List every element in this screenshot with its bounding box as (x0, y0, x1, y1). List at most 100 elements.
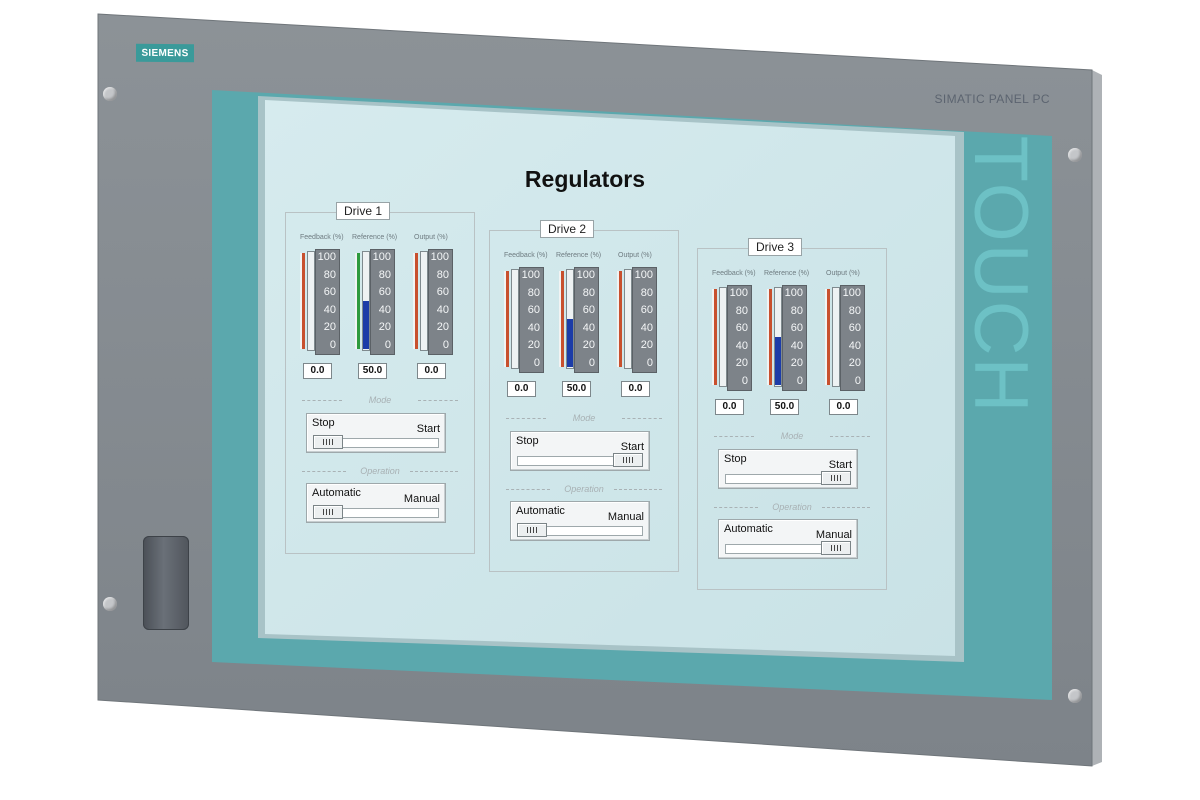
screw-bottom-right (1068, 689, 1082, 703)
stop-label: Stop (724, 453, 747, 465)
divider (714, 507, 758, 508)
gauge-scale-label: 100 (634, 269, 653, 281)
drive-panel-1: Drive 1 Feedback (%) Reference (%) Outpu… (285, 202, 475, 554)
usb-port-cover[interactable] (143, 536, 189, 630)
output-value: 0.0 (417, 363, 446, 379)
mode-switch[interactable]: Stop Start (718, 449, 858, 489)
gauge-scale-label: 0 (329, 338, 336, 351)
gauge-tube (307, 251, 315, 351)
gauge-scale-label: 20 (790, 357, 803, 369)
drive-title: Drive 3 (748, 238, 803, 256)
gauge-scale-label: 20 (527, 339, 540, 351)
touch-label: TOUCH (958, 135, 1043, 415)
drive-panel-2: Drive 2 Feedback (%) Reference (%) Outpu… (489, 220, 679, 572)
gauge-scale-label: 100 (729, 287, 748, 299)
gauge-scale-label: 40 (640, 321, 653, 334)
gauge-limit-strip (413, 253, 418, 349)
gauge-caption-feedback: Feedback (%) (300, 234, 344, 241)
gauge-scale-label: 60 (378, 286, 391, 298)
gauge-scale-label: 100 (784, 287, 803, 299)
gauge-scale-label: 100 (842, 287, 861, 299)
page-title: Regulators (524, 166, 646, 192)
manual-label: Manual (607, 511, 644, 523)
output-value: 0.0 (829, 399, 858, 415)
gauge-scale-label: 80 (848, 304, 861, 317)
switch-thumb[interactable] (821, 471, 851, 485)
gauge-scale-label: 100 (430, 251, 449, 263)
switch-thumb[interactable] (313, 505, 343, 519)
drive-title: Drive 2 (540, 220, 595, 238)
gauge-scale-label: 0 (533, 356, 540, 369)
screw-bottom-left (103, 597, 117, 611)
gauge-scale-label: 60 (323, 286, 336, 298)
gauge-tube (511, 269, 519, 369)
start-label: Start (416, 423, 440, 435)
stop-label: Stop (516, 435, 539, 447)
gauge-limit-strip (559, 271, 564, 367)
gauge-scale-label: 60 (582, 304, 595, 316)
gauge-scale-label: 0 (646, 356, 653, 369)
gauge-scale-label: 0 (854, 374, 861, 387)
screw-top-right (1068, 148, 1082, 162)
divider (506, 489, 550, 490)
automatic-label: Automatic (312, 487, 361, 499)
operation-switch[interactable]: Automatic Manual (510, 501, 650, 541)
gauge-scale-label: 80 (436, 268, 449, 281)
drive-title: Drive 1 (336, 202, 391, 220)
gauge-scale-label: 80 (735, 304, 748, 317)
gauge-scale-label: 0 (384, 338, 391, 351)
drive-panel-3: Drive 3 Feedback (%) Reference (%) Outpu… (697, 238, 887, 590)
operation-switch[interactable]: Automatic Manual (306, 483, 446, 523)
gauge-fill (363, 301, 369, 349)
divider (410, 471, 458, 472)
gauge-scale-label: 40 (848, 339, 861, 352)
mode-switch[interactable]: Stop Start (510, 431, 650, 471)
gauge-scale-label: 100 (521, 269, 540, 281)
gauge-scale-label: 20 (323, 321, 336, 333)
gauge-scale-label: 80 (790, 304, 803, 317)
manual-label: Manual (403, 493, 440, 505)
switch-thumb[interactable] (613, 453, 643, 467)
gauge-limit-strip (767, 289, 772, 385)
operation-switch[interactable]: Automatic Manual (718, 519, 858, 559)
gauge-limit-strip (300, 253, 305, 349)
switch-thumb[interactable] (517, 523, 547, 537)
mode-switch[interactable]: Stop Start (306, 413, 446, 453)
output-value: 0.0 (621, 381, 650, 397)
gauge-tube (832, 287, 840, 387)
gauge-scale-label: 0 (588, 356, 595, 369)
reference-value: 50.0 (358, 363, 387, 379)
start-label: Start (828, 459, 852, 471)
gauge-scale-label: 80 (527, 286, 540, 299)
gauge-caption-reference: Reference (%) (352, 234, 398, 241)
hmi-screen: Regulators Drive 1 Feedback (%) Referenc… (265, 100, 955, 636)
divider (714, 436, 754, 437)
gauge-scale-label: 0 (796, 374, 803, 387)
gauge-limit-strip (712, 289, 717, 385)
divider (830, 436, 870, 437)
gauge-fill (567, 319, 573, 367)
switch-thumb[interactable] (821, 541, 851, 555)
gauge-scale-label: 40 (323, 303, 336, 316)
feedback-value: 0.0 (507, 381, 536, 397)
gauge-limit-strip (504, 271, 509, 367)
automatic-label: Automatic (724, 523, 773, 535)
gauge-scale-label: 80 (323, 268, 336, 281)
gauge-scale-label: 100 (576, 269, 595, 281)
gauge-caption-output: Output (%) (826, 270, 860, 277)
brand-logo: SIEMENS (136, 43, 194, 63)
switch-thumb[interactable] (313, 435, 343, 449)
